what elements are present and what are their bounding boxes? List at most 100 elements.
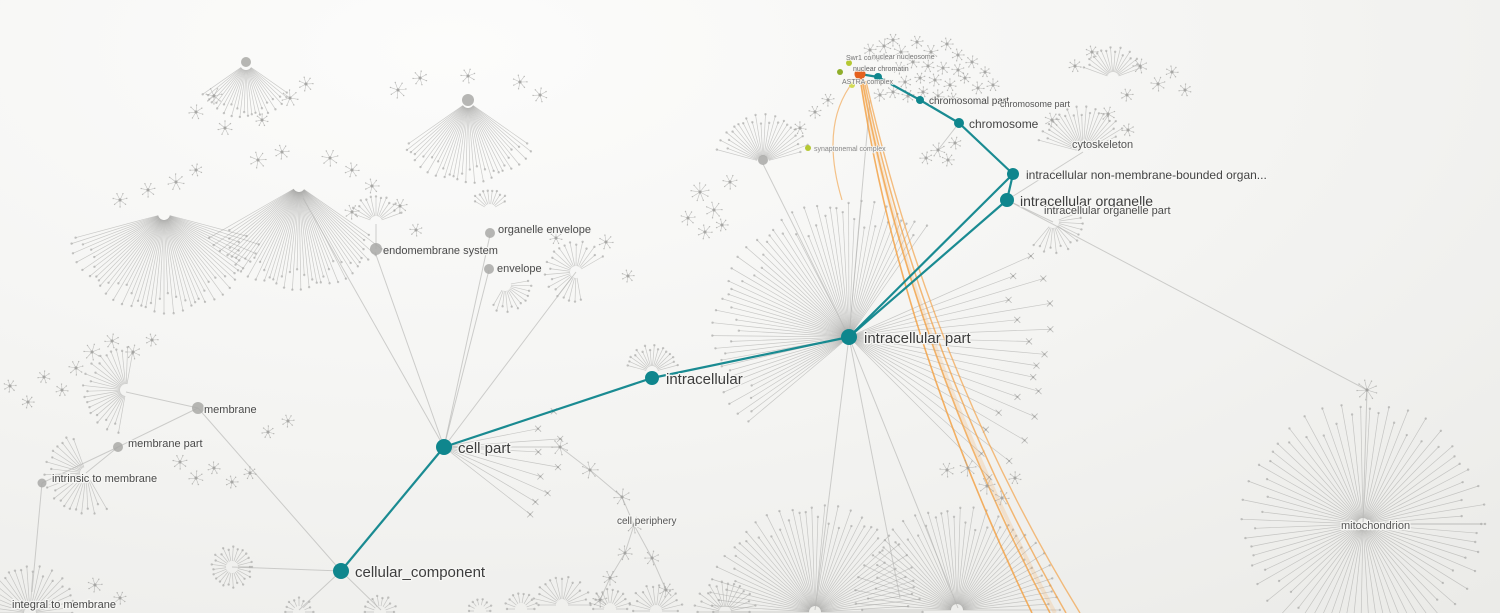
node-cellular-component[interactable] — [333, 563, 349, 579]
cluster-node — [941, 153, 955, 167]
cluster-fan — [711, 199, 929, 423]
cluster-fan — [467, 598, 493, 613]
graph-edge — [621, 496, 635, 526]
graph-edge — [1006, 199, 1054, 223]
cluster-node — [512, 74, 528, 90]
cluster-hub-node[interactable] — [484, 264, 494, 274]
accent-node[interactable] — [837, 69, 843, 75]
cluster-node — [1120, 88, 1134, 102]
label-chromosome-part: chromosome part — [1000, 99, 1071, 109]
accent-node[interactable] — [805, 145, 811, 151]
accent-node[interactable] — [846, 60, 852, 66]
node-cell-part[interactable] — [436, 439, 452, 455]
path-edge-cell-part--intracellular — [443, 376, 653, 449]
cluster-node — [1085, 45, 1099, 59]
graph-edge — [624, 524, 635, 554]
cluster-node — [808, 105, 822, 119]
cluster-node — [243, 466, 257, 480]
node-intracellular-nmb-organelle[interactable] — [1007, 168, 1019, 180]
label-cytoskeleton: cytoskeleton — [1072, 139, 1133, 151]
cluster-hub-node[interactable] — [113, 442, 123, 452]
label-envelope: envelope — [497, 263, 542, 275]
node-chromosomal-part[interactable] — [916, 96, 924, 104]
label-membrane-part: membrane part — [128, 438, 203, 450]
cluster-node — [592, 592, 608, 608]
label-intrinsic-to-membrane: intrinsic to membrane — [52, 473, 157, 485]
graph-edge — [85, 446, 119, 474]
graph-edge — [1006, 151, 1084, 201]
highlight-path — [340, 72, 1015, 572]
cluster-node — [87, 577, 103, 593]
cluster-node — [207, 461, 221, 475]
label-swr1-complex: Swr1 complex — [846, 55, 890, 62]
cluster-node — [167, 173, 185, 191]
cluster-node — [344, 204, 360, 220]
cluster-node — [1132, 58, 1148, 74]
cluster-node — [602, 570, 618, 586]
labels: cellular_component cell part intracellular… — [11, 53, 1412, 612]
cluster-node — [298, 76, 314, 92]
cluster-node — [112, 192, 128, 208]
label-cellular-component: cellular_component — [355, 564, 486, 581]
label-endomembrane-system: endomembrane system — [383, 245, 498, 257]
cluster-node — [722, 174, 738, 190]
label-cell-part: cell part — [458, 440, 511, 457]
cluster-fan — [351, 195, 403, 221]
label-cell-periphery: cell periphery — [617, 516, 676, 527]
cluster-node — [959, 459, 977, 477]
cluster-hub-node[interactable] — [370, 243, 382, 255]
cluster-hub-node[interactable] — [485, 228, 495, 238]
node-nucleosome[interactable] — [854, 68, 866, 80]
cluster-node — [217, 120, 233, 136]
cluster-node — [1356, 379, 1378, 401]
cluster-node — [680, 210, 696, 226]
cluster-node — [928, 73, 942, 87]
cluster-fan — [0, 565, 77, 613]
cluster-node — [644, 550, 660, 566]
cluster-node — [55, 383, 69, 397]
cluster-node — [551, 438, 568, 456]
node-intracellular[interactable] — [645, 371, 659, 385]
cluster-node — [906, 55, 920, 69]
cluster-fan — [473, 189, 507, 208]
node-chromosome[interactable] — [954, 118, 964, 128]
cluster-hub-node[interactable] — [758, 155, 768, 165]
node-intracellular-part[interactable] — [841, 329, 857, 345]
label-chromosome: chromosome — [969, 117, 1039, 131]
cluster-node — [979, 66, 991, 78]
cluster-node — [948, 136, 962, 150]
cluster-node — [793, 121, 807, 135]
cluster-hub-node[interactable] — [37, 478, 47, 488]
cluster-node — [959, 72, 971, 84]
graph-edge — [197, 407, 342, 572]
cluster-hub-node[interactable] — [241, 57, 251, 67]
path-edge-intracellular-part--intracellular-organelle — [848, 199, 1008, 338]
label-intracellular-organelle-part: intracellular organelle part — [1044, 205, 1171, 217]
cluster-fan — [201, 67, 289, 119]
cluster-node — [923, 44, 939, 60]
cluster-hub-node[interactable] — [192, 402, 204, 414]
cluster-node — [893, 44, 909, 60]
cluster-node — [104, 333, 120, 349]
graph-edge — [609, 552, 626, 579]
cluster-node — [189, 163, 203, 177]
cluster-hub-node[interactable] — [462, 94, 474, 106]
cluster-fan — [504, 592, 538, 611]
label-integral-to-membrane: integral to membrane — [12, 599, 116, 611]
cluster-fan — [81, 345, 134, 434]
node-intracellular-organelle[interactable] — [1000, 193, 1014, 207]
accent-node[interactable] — [849, 82, 855, 88]
node-chromatin[interactable] — [874, 73, 882, 81]
cluster-node — [412, 70, 428, 86]
graph-edge — [374, 251, 445, 448]
cluster-node — [1008, 471, 1022, 485]
cluster-node — [1165, 65, 1179, 79]
cluster-node — [1068, 59, 1082, 73]
path-edge-chromosome--chromosomal-part — [919, 99, 960, 124]
graph-edge — [117, 407, 199, 448]
cluster-node — [943, 78, 957, 92]
cluster-node — [274, 144, 290, 160]
cluster-node — [68, 360, 84, 376]
